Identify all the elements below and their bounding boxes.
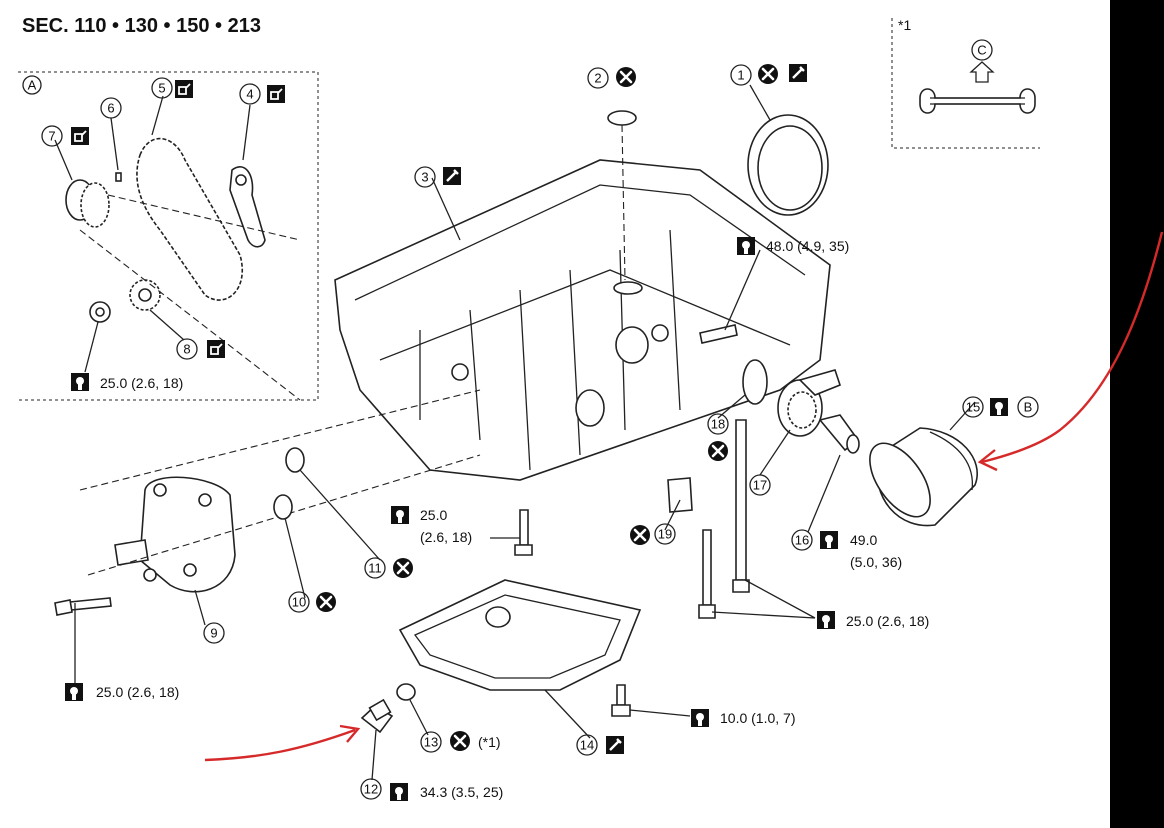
torque-49a: 49.0 [850,532,877,548]
callout-number: 14 [580,738,594,753]
torque-wrench-icon [71,373,89,391]
callout-number: 4 [246,87,253,102]
oil-can-icon [174,79,194,99]
view-b-letter: B [1024,400,1033,415]
callout-5: 5 [151,77,173,99]
torque-wrench-icon [691,709,709,727]
do-not-reuse-icon [706,439,730,463]
edge-bar [1110,0,1164,828]
torque-wrench-icon [737,237,755,255]
torque-wrench-icon [65,683,83,701]
do-not-reuse-icon [628,523,652,547]
inset-label: *1 [898,17,911,33]
torque-wrench-icon [390,783,408,801]
sealant-icon [604,734,626,756]
callout-number: 6 [107,101,114,116]
callout-6: 6 [100,97,122,119]
callout-number: 13 [424,735,438,750]
lower-cylinder-block [334,159,831,481]
leader-o-ring-2 [621,124,626,281]
callout-9: 9 [203,622,225,644]
do-not-reuse-icon [314,590,338,614]
oil-pump [79,389,481,593]
callout-17: 17 [749,474,771,496]
oil-can-icon [70,126,90,146]
oil-cooler [777,369,841,437]
torque-drain: 34.3 (3.5, 25) [420,784,503,800]
o-ring-11 [285,447,305,473]
torque-wrench-icon [990,398,1008,416]
callout-number: 17 [753,478,767,493]
torque-center-a: 25.0 [420,507,447,523]
oil-can-icon [266,84,286,104]
callout-3: 3 [414,166,436,188]
callout-number: 9 [210,626,217,641]
callout-16: 16 [791,529,813,551]
callout-number: 7 [48,129,55,144]
callout-number: 12 [364,782,378,797]
arrow-up-icon [969,61,995,83]
torque-center-b: (2.6, 18) [420,529,472,545]
oil-filter [869,427,978,527]
do-not-reuse-icon [391,556,415,580]
sealant-icon [441,165,463,187]
o-ring-2 [607,110,637,126]
annotation-arrows [204,231,1164,762]
callout-14: 14 [576,734,598,756]
torque-wrench-icon [820,531,838,549]
bolts [54,324,768,717]
front-oil-seal [747,114,829,216]
callout-7: 7 [41,125,63,147]
o-ring-10 [273,494,293,520]
callout-number: 19 [658,527,672,542]
callout-8: 8 [176,338,198,360]
callout-4: 4 [239,83,261,105]
inset-detail: *1 C [891,17,1040,149]
do-not-reuse-icon [614,65,638,89]
note-13: (*1) [478,734,501,750]
callout-12: 12 [360,778,382,800]
callout-2: 2 [587,67,609,89]
callout-number: 5 [158,81,165,96]
torque-10: 10.0 (1.0, 7) [720,710,796,726]
torque-49b: (5.0, 36) [850,554,902,570]
callout-number: 15 [966,400,980,415]
drain-plug [360,683,416,734]
callout-number: 10 [292,595,306,610]
callout-10: 10 [288,591,310,613]
oil-can-icon [206,339,226,359]
torque-wrench-icon [391,506,409,524]
view-b-circle [1017,396,1039,418]
oil-pan [398,579,642,691]
do-not-reuse-icon [756,62,780,86]
callout-number: 1 [737,68,744,83]
torque-48: 48.0 (4.9, 35) [766,238,849,254]
torque-wrench-icon [817,611,835,629]
callout-18: 18 [707,413,729,435]
callout-11: 11 [364,557,386,579]
do-not-reuse-icon [448,729,472,753]
callout-number: 11 [368,561,382,576]
leader-lines [54,84,976,781]
callout-1: 1 [730,64,752,86]
view-c-letter: C [977,43,986,58]
torque-pump: 25.0 (2.6, 18) [96,684,179,700]
torque-studs: 25.0 (2.6, 18) [846,613,929,629]
view-a-letter: A [28,78,37,93]
callout-number: 3 [421,170,428,185]
timing-chain-group: A [18,71,319,401]
section-header: SEC. 110 • 130 • 150 • 213 [22,15,261,37]
callout-13: 13 [420,731,442,753]
oil-filter-connector [818,414,860,454]
callout-15: 15 [962,396,984,418]
callout-number: 2 [594,71,601,86]
sealant-icon [787,62,809,84]
callout-19: 19 [654,523,676,545]
callout-number: 16 [795,533,809,548]
callout-number: 8 [183,342,190,357]
torque-sprocket: 25.0 (2.6, 18) [100,375,183,391]
callout-number: 18 [711,417,725,432]
